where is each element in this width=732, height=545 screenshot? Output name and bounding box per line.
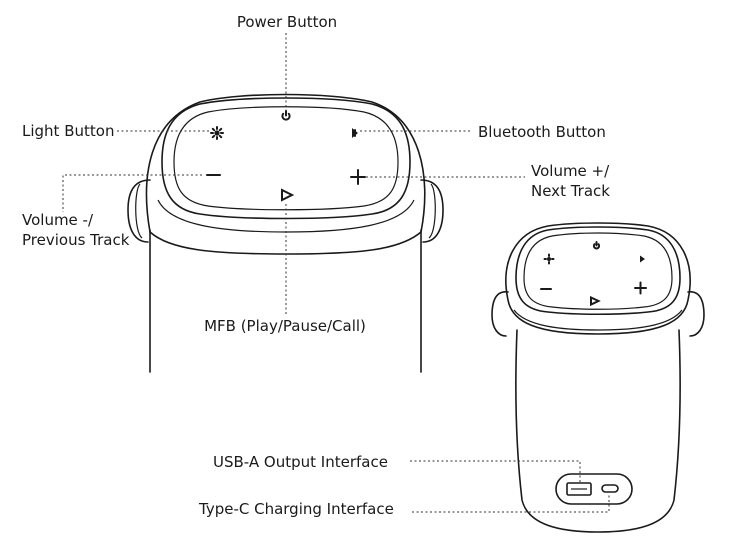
label-volume-down-line1: Volume -/: [22, 211, 94, 229]
leader-usb-a: [410, 460, 581, 482]
large-handle-left: [127, 179, 151, 243]
power-icon: [281, 110, 291, 121]
light-icon: [210, 126, 224, 140]
port-panel: [555, 473, 633, 505]
small-body: [515, 329, 681, 533]
large-handle-right: [420, 179, 444, 243]
label-type-c: Type-C Charging Interface: [198, 500, 394, 518]
small-bluetooth-icon: [640, 255, 645, 263]
small-lid-rim: [513, 309, 683, 331]
play-icon: [281, 188, 295, 202]
leader-volume-down: [62, 174, 202, 212]
large-speaker: [127, 93, 444, 373]
small-handle-left: [491, 291, 509, 337]
label-mfb: MFB (Play/Pause/Call): [204, 317, 366, 335]
large-top-panel-outer: [161, 97, 411, 220]
label-bluetooth-button: Bluetooth Button: [478, 123, 606, 141]
large-lid-outer: [145, 93, 426, 255]
small-lid-outer: [505, 222, 691, 335]
label-volume-up-line1: Volume +/: [531, 162, 610, 180]
small-speaker: [491, 222, 705, 533]
bluetooth-icon: [352, 128, 358, 138]
plus-icon: [350, 169, 366, 185]
small-top-panel-outer: [515, 226, 681, 316]
small-top-panel-inner: [523, 232, 673, 310]
large-top-panel-inner: [173, 106, 399, 211]
leader-type-c: [412, 494, 610, 513]
label-usb-a: USB-A Output Interface: [213, 453, 388, 471]
usb-a-port: [566, 482, 592, 496]
small-plus-icon: [634, 281, 647, 295]
large-handle-right-inner: [428, 183, 436, 239]
label-volume-down-line2: Previous Track: [22, 231, 130, 249]
small-play-icon: [590, 295, 601, 307]
small-light-icon: [543, 253, 555, 265]
label-volume-up-line2: Next Track: [531, 182, 610, 200]
small-power-icon: [592, 241, 601, 250]
usb-c-port: [601, 484, 619, 493]
label-power-button: Power Button: [237, 13, 337, 31]
large-handle-left-inner: [135, 183, 143, 239]
label-light-button: Light Button: [22, 122, 114, 140]
small-handle-right: [687, 291, 705, 337]
